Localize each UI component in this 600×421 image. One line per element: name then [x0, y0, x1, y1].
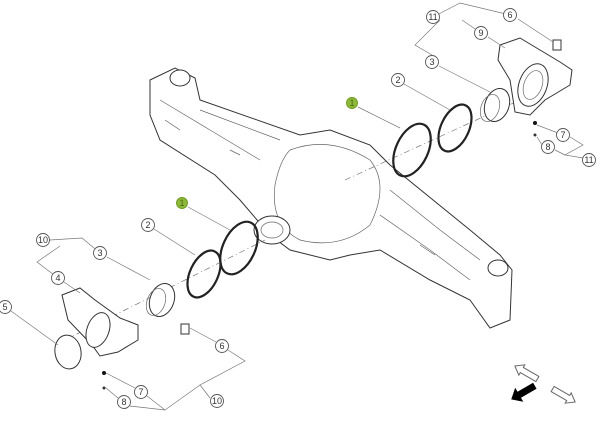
callout-2[interactable]: 2: [391, 73, 405, 87]
callout-label: 8: [545, 142, 550, 152]
callout-label: 10: [212, 396, 222, 406]
bearing-cap-left: [61, 287, 190, 390]
callout-6[interactable]: 6: [503, 8, 517, 22]
bearing-cap-right: [497, 37, 573, 137]
callout-label: 2: [145, 220, 150, 230]
o-ring-2-right: [437, 103, 473, 153]
callout-label: 10: [38, 235, 48, 245]
callout-10[interactable]: 10: [210, 394, 224, 408]
leader-lines: [10, 2, 584, 411]
o-ring-2-left: [186, 249, 222, 299]
callout-11[interactable]: 11: [426, 10, 440, 24]
callout-11[interactable]: 11: [582, 153, 596, 167]
arrow-down-left-active-icon[interactable]: [508, 380, 538, 405]
callout-8[interactable]: 8: [541, 140, 555, 154]
callout-7[interactable]: 7: [134, 385, 148, 399]
callout-label: 6: [219, 341, 224, 351]
callout-label: 1: [349, 98, 354, 108]
arrow-up-left-icon[interactable]: [512, 361, 541, 384]
callout-2[interactable]: 2: [141, 218, 155, 232]
bearing-cup-right: [479, 88, 511, 122]
callout-8[interactable]: 8: [117, 395, 131, 409]
callout-3[interactable]: 3: [93, 246, 107, 260]
callout-label: 3: [429, 57, 434, 67]
callout-1-highlighted[interactable]: 1: [176, 197, 188, 209]
callout-1-highlighted[interactable]: 1: [346, 97, 358, 109]
callout-label: 7: [138, 387, 143, 397]
callout-label: 1: [179, 198, 184, 208]
callout-label: 2: [395, 75, 400, 85]
callout-label: 5: [2, 302, 7, 312]
callout-10[interactable]: 10: [36, 233, 50, 247]
callout-4[interactable]: 4: [51, 271, 65, 285]
callout-9[interactable]: 9: [474, 26, 488, 40]
cover-disc: [54, 334, 82, 370]
o-ring-1-right: [392, 122, 432, 178]
callout-label: 3: [97, 248, 102, 258]
axle-housing: [149, 67, 513, 329]
callout-label: 6: [507, 10, 512, 20]
o-ring-1-left: [219, 220, 259, 276]
callout-7[interactable]: 7: [556, 128, 570, 142]
callout-label: 9: [478, 28, 483, 38]
callout-label: 8: [121, 397, 126, 407]
bearing-cup-left: [145, 283, 176, 317]
callout-label: 7: [560, 130, 565, 140]
callout-label: 11: [428, 12, 437, 22]
callout-label: 11: [584, 155, 593, 165]
callout-3[interactable]: 3: [425, 55, 439, 69]
callout-label: 4: [55, 273, 60, 283]
arrow-down-right-icon[interactable]: [550, 384, 579, 407]
callout-5[interactable]: 5: [0, 300, 12, 314]
callout-6[interactable]: 6: [215, 339, 229, 353]
